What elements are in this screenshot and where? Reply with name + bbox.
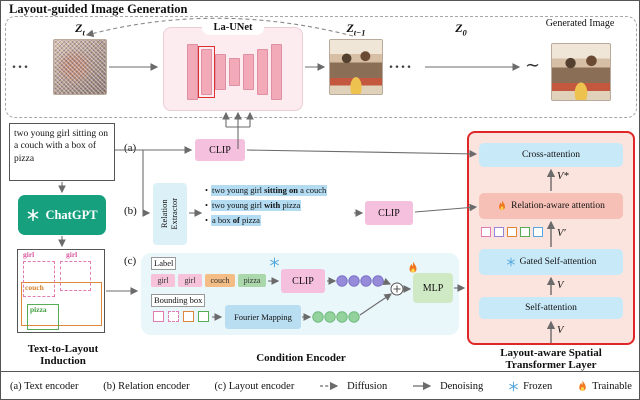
- layout-canvas: girl girl couch pizza: [17, 249, 105, 333]
- legend-bar: (a) Text encoder (b) Relation encoder (c…: [1, 371, 639, 399]
- bbox-girl-2: [60, 261, 91, 291]
- noisy-latent-image-zt: [53, 39, 107, 95]
- clip-layout-encoder-box: CLIP: [281, 269, 325, 293]
- legend-relation-encoder: (b) Relation encoder: [103, 380, 190, 392]
- layout-token-square-pink: [481, 227, 491, 237]
- legend-trainable: Trainable: [577, 380, 632, 393]
- figure-title: Layout-guided Image Generation: [9, 2, 188, 16]
- ellipsis-left: ...: [12, 55, 30, 72]
- legend-denoising: Denoising: [412, 381, 483, 392]
- cross-attention-box: Cross-attention: [479, 143, 623, 167]
- token-girl-2: girl: [178, 274, 202, 287]
- la-unet-box: [163, 27, 303, 111]
- bbox-pizza: [27, 304, 59, 330]
- zt-label: Zt: [75, 21, 85, 38]
- solid-arrow-icon: [413, 381, 432, 391]
- bullet: •: [205, 215, 208, 226]
- relation-extractor-box: Relation Extractor: [153, 183, 187, 245]
- flame-icon: [579, 380, 586, 391]
- bbox-couch: [21, 282, 102, 326]
- caption-transformer-layer: Layout-aware Spatial Transformer Layer: [500, 347, 602, 372]
- layout-token-square-green: [520, 227, 530, 237]
- la-unet-title: La-UNet: [202, 20, 264, 35]
- legend-frozen: Frozen: [508, 381, 552, 392]
- caption-text-to-layout: Text-to-Layout Induction: [27, 343, 99, 368]
- relation-item: • two young girl sitting on a couch: [205, 185, 328, 197]
- mlp-box: MLP: [413, 273, 453, 303]
- v-star-label: V*: [557, 171, 569, 182]
- bbox-label-girl-2: girl: [65, 250, 79, 260]
- self-attention-box: Self-attention: [479, 297, 623, 319]
- ellipsis-middle: ....: [389, 55, 413, 72]
- row-a-label: (a): [124, 142, 137, 154]
- generated-image: [551, 43, 611, 101]
- unet-bar-highlight: [198, 46, 215, 98]
- bbox-square-green: [198, 311, 209, 322]
- bbox-row-title: Bounding box: [151, 294, 206, 308]
- snowflake-icon: [270, 257, 279, 268]
- relation-item: • two young girl with pizza: [205, 200, 302, 212]
- relation-aware-attention-box: Relation-aware attention: [479, 193, 623, 219]
- unet-bar: [229, 58, 240, 86]
- z0-label: Z0: [455, 21, 467, 38]
- clip-text-encoder-box: CLIP: [195, 139, 245, 161]
- bbox-label-pizza: pizza: [29, 305, 48, 315]
- unet-bar: [243, 54, 254, 90]
- legend-layout-encoder: (c) Layout encoder: [214, 380, 295, 392]
- flame-icon: [499, 200, 506, 210]
- bbox-square-orange: [183, 311, 194, 322]
- v-prime-label: V′: [557, 228, 566, 239]
- bullet: •: [205, 200, 208, 211]
- bbox-label-couch: couch: [24, 283, 45, 293]
- legend-diffusion: Diffusion: [319, 381, 387, 392]
- dashed-arrow-icon: [320, 381, 339, 391]
- caption-condition-encoder: Condition Encoder: [256, 352, 346, 364]
- relation-extractor-label: Relation Extractor: [159, 198, 179, 230]
- bbox-square-pink-1: [153, 311, 164, 322]
- layout-token-square-orange: [507, 227, 517, 237]
- fourier-mapping-box: Fourier Mapping: [225, 305, 301, 329]
- layout-token-square-violet: [494, 227, 504, 237]
- bbox-label-girl-1: girl: [22, 250, 36, 260]
- relation-list: • two young girl sitting on a couch • tw…: [205, 185, 353, 230]
- unet-bar: [201, 49, 212, 95]
- diffusion-strip-frame: [5, 16, 637, 118]
- chatgpt-label: ChatGPT: [45, 207, 98, 222]
- gated-self-attention-box: Gated Self-attention: [479, 249, 623, 275]
- v-mid-label: V: [557, 280, 564, 291]
- similar-tilde: ∼: [525, 55, 541, 75]
- bbox-square-pink-2: [168, 311, 179, 322]
- snowflake-icon: [509, 381, 518, 391]
- label-row-title: Label: [151, 257, 177, 271]
- generated-image-caption: Generated Image: [545, 18, 615, 29]
- row-b-label: (b): [124, 205, 137, 217]
- unet-bar: [257, 49, 268, 95]
- unet-bar: [271, 44, 282, 100]
- token-pizza: pizza: [238, 274, 266, 287]
- token-girl-1: girl: [151, 274, 175, 287]
- row-c-label: (c): [124, 255, 137, 267]
- token-couch: couch: [205, 274, 235, 287]
- unet-bar: [187, 44, 198, 100]
- legend-text-encoder: (a) Text encoder: [10, 380, 79, 392]
- snowflake-icon: [506, 257, 515, 267]
- denoised-latent-image-zt1: [329, 39, 383, 95]
- flame-icon: [409, 261, 417, 273]
- clip-relation-encoder-box: CLIP: [365, 201, 413, 225]
- layout-token-square-blue: [533, 227, 543, 237]
- unet-bar: [215, 54, 226, 90]
- v-in-label: V: [557, 325, 564, 336]
- bbox-girl-1: [23, 261, 55, 297]
- openai-logo-icon: [28, 208, 39, 222]
- zt1-label: Zt−1: [346, 21, 366, 38]
- relation-item: • a box of pizza: [205, 215, 261, 227]
- bullet: •: [205, 185, 208, 195]
- chatgpt-box: ChatGPT: [18, 195, 106, 235]
- text-prompt-box: two young girl sitting on a couch with a…: [9, 123, 115, 181]
